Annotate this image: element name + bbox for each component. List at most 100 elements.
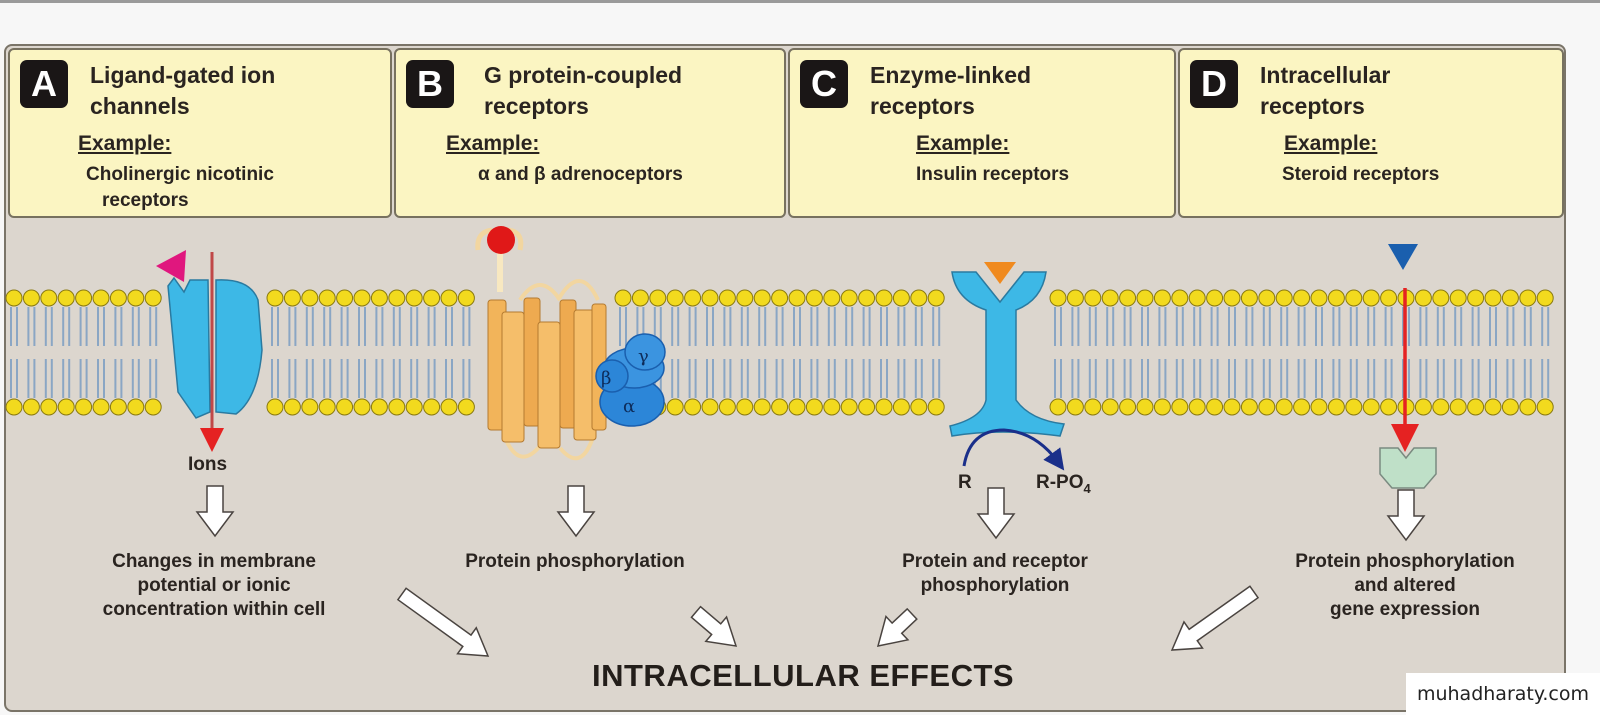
lipid-head (127, 289, 145, 307)
lipid-tail (845, 307, 854, 346)
lipid-head (684, 289, 702, 307)
lipid-tail (79, 359, 88, 398)
panel-c-header: C Enzyme-linked receptors Example: Insul… (788, 48, 1176, 218)
lipid-head (440, 289, 458, 307)
lipid-head (823, 289, 841, 307)
lipid-head (336, 398, 354, 416)
lipid-tail (1419, 359, 1428, 398)
lipid-head (753, 289, 771, 307)
lipid-head (1519, 398, 1537, 416)
lipid-tail (810, 307, 819, 346)
lipid-tail (305, 307, 314, 346)
enzyme-linked-receptor (949, 271, 1066, 437)
lipid-head (892, 398, 910, 416)
lipid-tail (44, 359, 53, 398)
lipid-head (1327, 398, 1345, 416)
panel-a-badge: A (20, 60, 68, 108)
lipid-tail (1123, 359, 1132, 398)
lipid-head (1380, 289, 1398, 307)
lipid-tail (1489, 359, 1497, 398)
lipid-head (370, 398, 388, 416)
lipid-head (1345, 398, 1363, 416)
panel-a-header: A Ligand-gated ion channels Example: Cho… (8, 48, 392, 218)
lipid-head (1258, 289, 1276, 307)
lipid-head (753, 398, 771, 416)
lipid-tail (932, 307, 941, 346)
lipid-tail (793, 307, 801, 346)
ligand-triangle-orange (984, 262, 1016, 284)
lipid-tail (340, 359, 349, 398)
lipid-tail (758, 307, 767, 346)
panel-c-example-label: Example: (916, 132, 1010, 155)
lipid-head (1293, 289, 1311, 307)
lipid-head (405, 398, 423, 416)
lipid-tail (1088, 307, 1097, 346)
lipid-tail (149, 359, 158, 398)
ions-label: Ions (188, 454, 227, 475)
lipid-head (1049, 398, 1067, 416)
lipid-head (370, 289, 388, 307)
lipid-head (1119, 398, 1137, 416)
lipid-tail (149, 307, 158, 346)
lipid-tail (810, 359, 819, 398)
lipid-tail (880, 307, 888, 346)
diag-arrow-d (1170, 585, 1260, 651)
lipid-head (1414, 289, 1432, 307)
lipid-tail (1506, 359, 1515, 398)
lipid-head (666, 398, 684, 416)
lipid-tail (358, 359, 366, 398)
lipid-tail (1506, 307, 1515, 346)
lipid-tail (10, 359, 18, 398)
lipid-head (631, 289, 649, 307)
lipid-tail (62, 307, 71, 346)
lipid-tail (619, 307, 627, 346)
lipid-tail (10, 307, 18, 346)
lipid-head (1136, 289, 1154, 307)
lipid-head (1327, 289, 1345, 307)
diagram-frame: A Ligand-gated ion channels Example: Cho… (4, 44, 1566, 712)
panel-c-badge: C (800, 60, 848, 108)
lipid-tail (62, 359, 71, 398)
lipid-tail (775, 359, 784, 398)
lipid-tail (27, 359, 36, 398)
lipid-head (1258, 398, 1276, 416)
lipid-tail (1454, 359, 1463, 398)
lipid-head (5, 398, 23, 416)
lipid-head (5, 289, 23, 307)
lipid-tail (1071, 307, 1080, 346)
lipid-tail (671, 307, 680, 346)
lipid-head (1449, 398, 1467, 416)
lipid-tail (1384, 307, 1393, 346)
lipid-tail (305, 359, 314, 398)
lipid-tail (1436, 359, 1445, 398)
panel-a-example: Cholinergic nicotinic receptors (86, 164, 274, 211)
lipid-tail (131, 307, 140, 346)
lipid-head (440, 398, 458, 416)
lipid-tail (758, 359, 767, 398)
lipid-head (805, 398, 823, 416)
lipid-head (109, 398, 127, 416)
lipid-tail (427, 359, 436, 398)
lipid-head (405, 289, 423, 307)
lipid-head (301, 289, 319, 307)
lipid-head (771, 289, 789, 307)
lipid-tail (1123, 307, 1132, 346)
lipid-head (1484, 289, 1502, 307)
lipid-head (75, 289, 93, 307)
lipid-head (771, 398, 789, 416)
lipid-tail (1141, 359, 1149, 398)
lipid-tail (97, 359, 105, 398)
lipid-tail (845, 359, 854, 398)
lipid-head (127, 398, 145, 416)
panel-c-example: Insulin receptors (916, 164, 1070, 185)
lipid-tail (392, 359, 401, 398)
lipid-head (457, 289, 475, 307)
lipid-head (92, 289, 110, 307)
lipid-tail (79, 307, 88, 346)
lipid-head (910, 398, 928, 416)
lipid-head (823, 398, 841, 416)
lipid-tail (1175, 307, 1184, 346)
lipid-tail (740, 307, 749, 346)
lipid-head (666, 289, 684, 307)
